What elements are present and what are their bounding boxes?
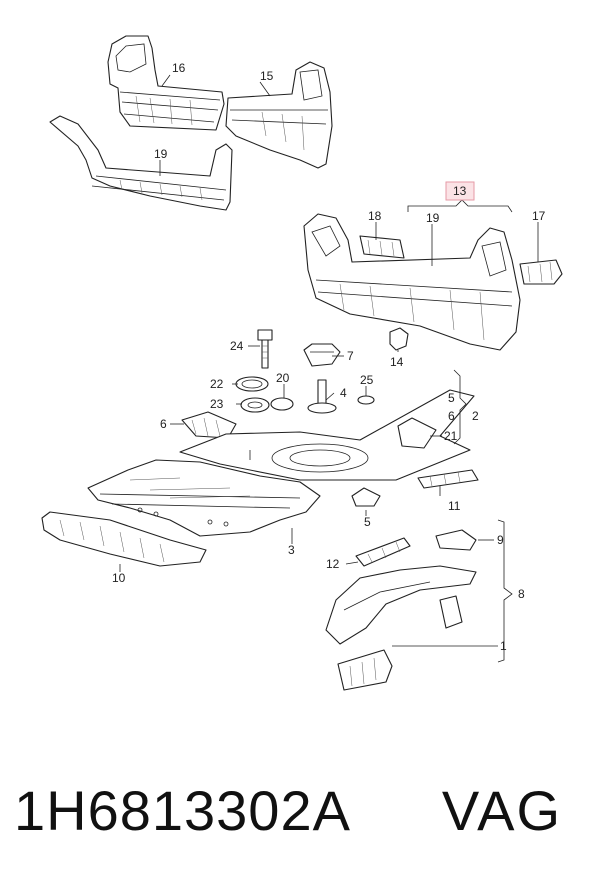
part-13-highlight xyxy=(445,181,475,201)
label-12: 12 xyxy=(326,557,340,571)
part-13-assembly-illustration xyxy=(303,213,521,351)
label-22: 22 xyxy=(210,377,224,391)
label-18: 18 xyxy=(368,209,382,223)
part-15-illustration xyxy=(225,61,333,169)
label-3: 3 xyxy=(288,543,295,557)
part-10-illustration xyxy=(41,511,207,567)
label-2: 2 xyxy=(472,409,479,423)
part-17-illustration xyxy=(519,259,563,285)
label-14: 14 xyxy=(390,355,404,369)
part-1-illustration xyxy=(337,649,393,691)
part-22-illustration xyxy=(235,376,269,392)
label-17: 17 xyxy=(532,209,546,223)
part-5-lower-illustration xyxy=(351,487,381,507)
part-19-upper-illustration xyxy=(49,115,233,211)
label-6-left: 6 xyxy=(160,417,167,431)
label-13: 13 xyxy=(453,184,467,198)
label-20: 20 xyxy=(276,371,290,385)
label-19-assembly: 19 xyxy=(426,211,440,225)
label-15: 15 xyxy=(260,69,274,83)
part-9-illustration xyxy=(435,529,477,551)
part-23-illustration xyxy=(240,397,270,413)
part-20-illustration xyxy=(270,397,294,411)
label-5-upper: 5 xyxy=(448,391,455,405)
part-11-illustration xyxy=(417,469,479,489)
label-10: 10 xyxy=(112,571,126,585)
label-8: 8 xyxy=(518,587,525,601)
parts-diagram: 16 15 19 13 18 19 17 24 7 14 22 20 4 25 … xyxy=(41,35,563,691)
label-23: 23 xyxy=(210,397,224,411)
label-19-upper: 19 xyxy=(154,147,168,161)
part-16-illustration xyxy=(107,35,225,131)
part-7-illustration xyxy=(303,343,341,367)
label-6-right: 6 xyxy=(448,409,455,423)
part-14-illustration xyxy=(389,327,409,351)
part-25-illustration xyxy=(357,395,375,405)
label-25: 25 xyxy=(360,373,374,387)
part-24-illustration xyxy=(257,329,273,369)
label-1: 1 xyxy=(500,639,507,653)
brand-name: VAG xyxy=(441,779,562,842)
part-number: 1H6813302A xyxy=(14,779,351,842)
callout-labels: 16 15 19 13 18 19 17 24 7 14 22 20 4 25 … xyxy=(112,61,546,653)
label-5-lower: 5 xyxy=(364,515,371,529)
part-4-illustration xyxy=(307,379,337,414)
label-24: 24 xyxy=(230,339,244,353)
part-18-illustration xyxy=(359,235,405,259)
part-12-illustration xyxy=(355,537,411,567)
label-21: 21 xyxy=(444,429,458,443)
label-11: 11 xyxy=(448,499,461,513)
footer-caption: 1H6813302A VAG xyxy=(0,768,600,864)
label-4: 4 xyxy=(340,386,347,400)
label-9: 9 xyxy=(497,533,504,547)
leader-lines xyxy=(119,74,539,663)
part-21-illustration xyxy=(397,417,437,449)
label-7: 7 xyxy=(347,349,354,363)
label-16: 16 xyxy=(172,61,186,75)
part-6-illustration xyxy=(181,411,237,439)
part-3-floor-pan-illustration xyxy=(87,459,321,537)
part-8-assembly-illustration xyxy=(325,565,477,645)
